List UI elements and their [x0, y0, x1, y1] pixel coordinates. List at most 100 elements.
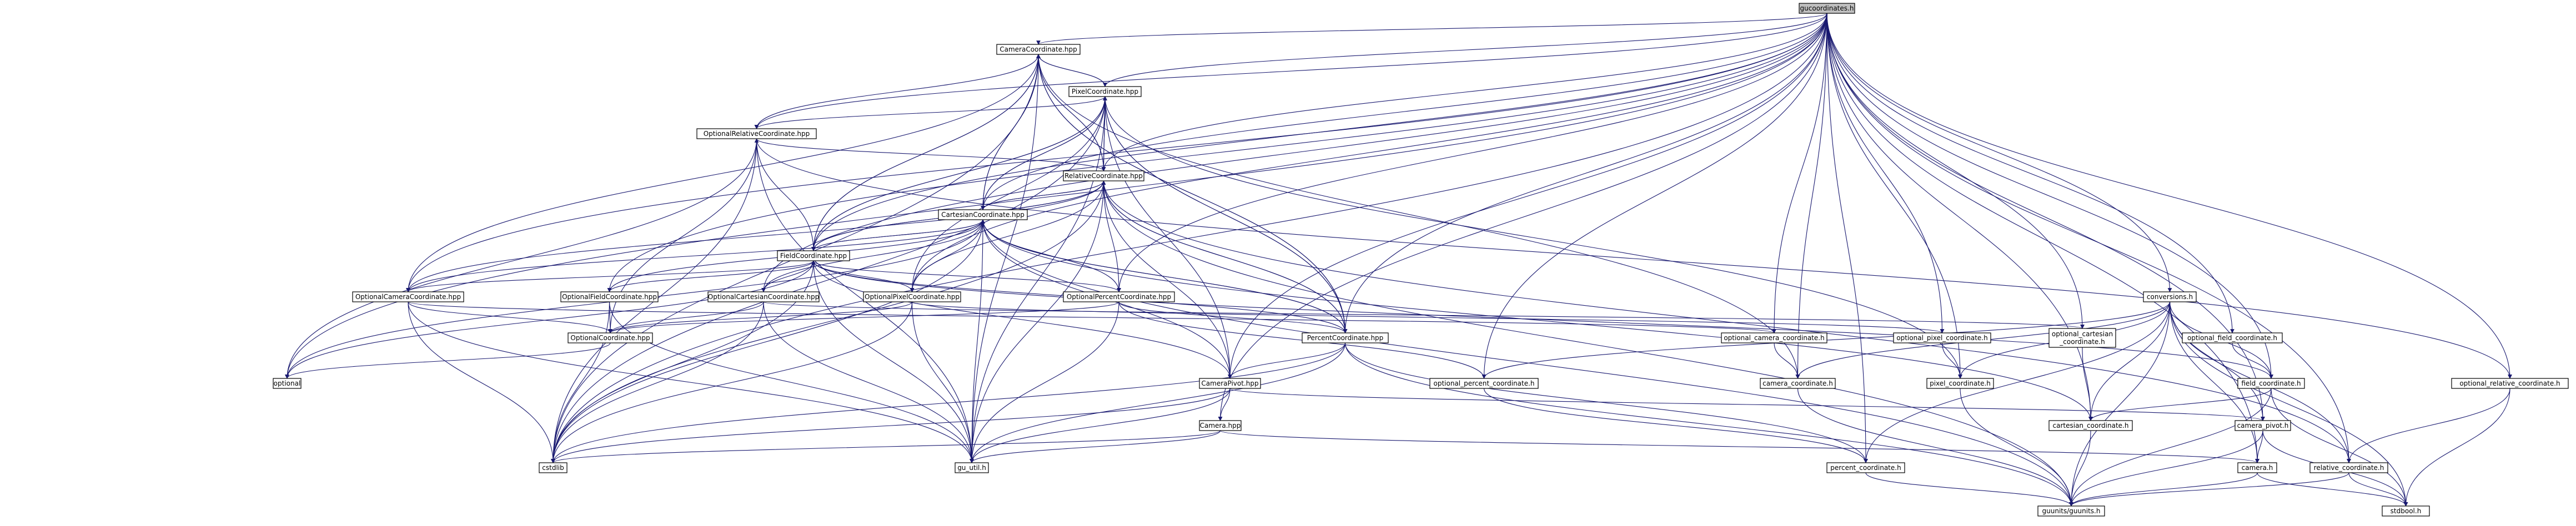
node-label: conversions.h [2147, 293, 2193, 301]
node-label: OptionalCoordinate.hpp [570, 334, 650, 342]
edge-camera_hpp-to-cstdlib [551, 430, 1221, 463]
edge-optrel_h-to-relcoord_h [2347, 388, 2510, 463]
edge-root-to-cartcoord_h [1826, 13, 2093, 421]
node-optfield-h[interactable]: optional_field_coordinate.h [2182, 332, 2283, 343]
node-cstdlib: cstdlib [539, 462, 568, 473]
edge-pix_hpp-to-cam_hpp [1036, 54, 1106, 87]
node-camcoord-h[interactable]: camera_coordinate.h [1760, 378, 1836, 389]
node-label: optional_field_coordinate.h [2187, 334, 2277, 342]
edge-optcart_hpp-to-gu_util [763, 301, 974, 463]
node-campivot-hpp[interactable]: CameraPivot.hpp [1199, 378, 1261, 389]
edge-root-to-optcam_h [1772, 13, 1827, 333]
node-optperc-hpp[interactable]: OptionalPercentCoordinate.hpp [1063, 291, 1175, 302]
edge-optcam_hpp-to-cstdlib [408, 301, 555, 463]
node-optfield-hpp[interactable]: OptionalFieldCoordinate.hpp [560, 291, 659, 302]
node-label: optional_camera_coordinate.h [1724, 334, 1824, 342]
edge-pix_hpp-to-optrel_hpp [754, 96, 1106, 129]
edge-field_hpp-to-fieldcoord_h [813, 260, 2273, 379]
edge-pix_hpp-to-gu_util [970, 96, 1106, 463]
node-optcoord-hpp[interactable]: OptionalCoordinate.hpp [568, 332, 653, 343]
node-perc-hpp[interactable]: PercentCoordinate.hpp [1302, 332, 1389, 343]
node-optrel-hpp[interactable]: OptionalRelativeCoordinate.hpp [696, 128, 817, 139]
edge-root-to-cam_hpp [1036, 13, 1827, 45]
node-campivot-h[interactable]: camera_pivot.h [2234, 420, 2291, 431]
edge-optrel_h-to-stdbool_h [2403, 388, 2510, 507]
node-label: PercentCoordinate.hpp [1307, 334, 1384, 342]
node-optcart-h[interactable]: optional_cartesian_coordinate.h [2048, 328, 2116, 348]
node-label: OptionalFieldCoordinate.hpp [562, 293, 657, 301]
node-conv-h[interactable]: conversions.h [2143, 291, 2197, 302]
node-box [568, 332, 653, 343]
edge-campivot_hpp-to-gu_util [970, 388, 1231, 463]
edge-cam_hpp-to-optrel_hpp [754, 54, 1039, 129]
node-label: optional_cartesian [2052, 330, 2113, 338]
node-optcart-hpp[interactable]: OptionalCartesianCoordinate.hpp [707, 291, 820, 302]
edge-fieldcoord_h-to-stdbool_h [2271, 388, 2408, 507]
node-box [273, 378, 302, 389]
edge-cart_hpp-to-cstdlib [551, 219, 983, 463]
node-optpix-hpp[interactable]: OptionalPixelCoordinate.hpp [863, 291, 961, 302]
edge-optfield_h-to-fieldcoord_h [2232, 342, 2273, 379]
node-optperc-h[interactable]: optional_percent_coordinate.h [1429, 378, 1539, 389]
edge-root-to-optpix_hpp [910, 13, 1827, 292]
node-label: optional_pixel_coordinate.h [1896, 334, 1987, 342]
node-optcam-hpp[interactable]: OptionalCameraCoordinate.hpp [352, 291, 464, 302]
edge-campivot_h-to-guunits_h [2069, 430, 2263, 507]
edge-optpix_hpp-to-optpix_h [911, 301, 1944, 333]
node-cart-hpp[interactable]: CartesianCoordinate.hpp [938, 209, 1028, 220]
node-box [863, 291, 961, 302]
node-box [1302, 332, 1389, 343]
node-camera-h[interactable]: camera.h [2237, 462, 2277, 473]
edge-perc_hpp-to-rel_hpp [1101, 180, 1346, 333]
edge-root-to-conv_h [1826, 13, 2172, 292]
node-guunits-h[interactable]: guunits/guunits.h [2037, 505, 2105, 517]
edge-optperc_hpp-to-optperc_h [1118, 301, 1487, 379]
node-optpix-h[interactable]: optional_pixel_coordinate.h [1893, 332, 1991, 343]
edge-pix_hpp-to-cstdlib [551, 96, 1106, 463]
node-field-hpp[interactable]: FieldCoordinate.hpp [777, 250, 850, 261]
edge-root-to-optpix_h [1826, 13, 1945, 333]
edge-field_hpp-to-optrel_hpp [754, 138, 814, 251]
node-label: FieldCoordinate.hpp [780, 252, 847, 260]
edge-conv_h-to-perccoord_h [1864, 301, 2171, 463]
edge-relcoord_h-to-stdbool_h [2348, 472, 2408, 507]
node-optrel-h[interactable]: optional_relative_coordinate.h [2451, 378, 2569, 389]
node-rel-hpp[interactable]: RelativeCoordinate.hpp [1063, 170, 1144, 181]
node-fieldcoord-h[interactable]: field_coordinate.h [2237, 378, 2305, 389]
edge-camera_hpp-to-camera_h [1219, 430, 2259, 463]
edge-field_hpp-to-optpix_hpp [813, 260, 915, 292]
node-camera-hpp[interactable]: Camera.hpp [1199, 420, 1242, 431]
node-pixcoord-h[interactable]: pixel_coordinate.h [1926, 378, 1994, 389]
edge-optrel_hpp-to-optional [285, 138, 757, 379]
node-label: OptionalCartesianCoordinate.hpp [708, 293, 819, 301]
node-box [352, 291, 464, 302]
node-label: OptionalCameraCoordinate.hpp [355, 293, 461, 301]
node-root[interactable]: gucoordinates.h [1799, 3, 1855, 14]
node-layer: gucoordinates.hCameraCoordinate.hppPixel… [273, 3, 2569, 517]
node-perccoord-h[interactable]: percent_coordinate.h [1826, 462, 1905, 473]
node-optcam-h[interactable]: optional_camera_coordinate.h [1721, 332, 1827, 343]
edge-root-to-optcart_hpp [761, 13, 1827, 292]
edge-fieldcoord_h-to-cartcoord_h [2088, 388, 2272, 421]
edge-layer [285, 13, 2512, 507]
edge-field_hpp-to-campivot_hpp [813, 260, 1232, 379]
node-cam-hpp[interactable]: CameraCoordinate.hpp [996, 44, 1081, 55]
node-label: _coordinate.h [2059, 338, 2105, 346]
edge-root-to-campivot_h [1826, 13, 2265, 421]
node-optional: optional [273, 378, 302, 389]
node-box [1063, 291, 1175, 302]
node-relcoord-h[interactable]: relative_coordinate.h [2309, 462, 2388, 473]
edge-root-to-campivot_hpp [1228, 13, 1827, 379]
node-stdbool-h[interactable]: stdbool.h [2382, 505, 2430, 517]
node-box [996, 44, 1081, 55]
node-pix-hpp[interactable]: PixelCoordinate.hpp [1068, 86, 1142, 97]
edge-field_hpp-to-optperc_hpp [813, 260, 1121, 292]
node-gu-util[interactable]: gu_util.h [955, 462, 989, 473]
node-box [2048, 420, 2133, 431]
edge-campivot_hpp-to-campivot_h [1229, 388, 2265, 421]
edge-optfield_hpp-to-cstdlib [551, 301, 610, 463]
edge-root-to-optfield_h [1826, 13, 2234, 333]
edge-root-to-optperc_hpp [1117, 13, 1827, 292]
node-cartcoord-h[interactable]: cartesian_coordinate.h [2048, 420, 2133, 431]
